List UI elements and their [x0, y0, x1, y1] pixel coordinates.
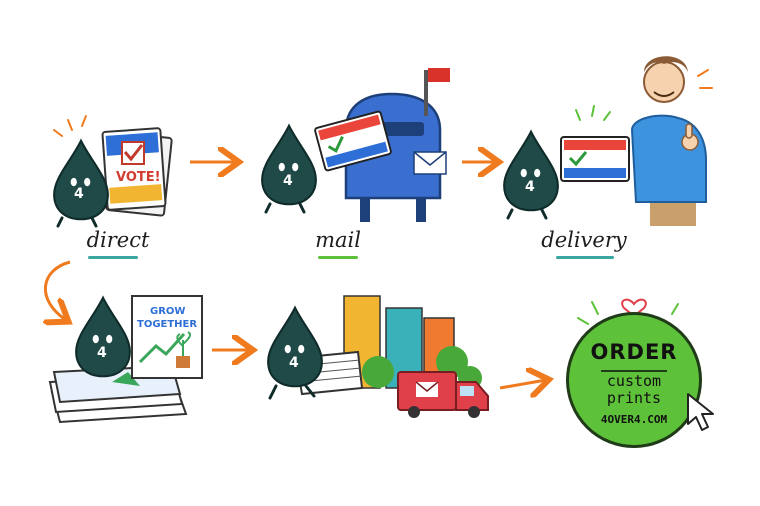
cta-line-prints: prints [606, 389, 662, 407]
cta-line-custom: custom [606, 372, 662, 390]
ink-drop-mascot-icon: 4 [53, 139, 109, 228]
ink-drop-mascot-icon: 4 [503, 130, 559, 220]
cta-order-text: ORDER [590, 340, 678, 364]
underline-mail [318, 256, 358, 259]
sparkle-lines [577, 301, 679, 325]
mascot-number: 4 [74, 186, 84, 202]
cta-url: 4OVER4.COM [600, 413, 668, 426]
flow-arrow-icon [499, 380, 546, 388]
ink-drop-mascot-icon: 4 [75, 296, 131, 378]
vote-flyer-icon: VOTE! [101, 127, 173, 217]
delivery-step: 4 [503, 56, 713, 226]
poster-icon: GROW TOGETHER [131, 295, 203, 379]
mascot-number: 4 [525, 179, 535, 195]
mascot-number: 4 [289, 355, 299, 371]
cta-custom-prints: custom prints [569, 373, 699, 407]
direct-step: VOTE! 4 [53, 115, 173, 228]
vote-card-text: VOTE! [116, 170, 161, 185]
ink-drop-mascot-icon: 4 [267, 306, 323, 400]
label-delivery: delivery [541, 228, 627, 252]
flyer-stack-icon [48, 364, 188, 424]
order-cta-badge[interactable]: ORDER custom prints 4OVER4.COM [566, 312, 702, 448]
delivery-truck-icon [397, 371, 489, 418]
envelope-icon [413, 151, 447, 175]
underline-direct [88, 256, 138, 259]
underline-delivery [556, 256, 614, 259]
mouse-cursor-icon [687, 393, 714, 431]
shipping-step: 4 [267, 295, 489, 418]
label-mail: mail [315, 228, 361, 252]
poster-line1: GROW [150, 306, 185, 317]
mascot-number: 4 [283, 173, 293, 189]
poster-line2: TOGETHER [137, 319, 197, 330]
sparkle-lines [53, 115, 87, 137]
mail-step: 4 [261, 68, 450, 222]
label-direct: direct [86, 228, 150, 252]
cta-divider [601, 370, 667, 372]
ink-drop-mascot-icon: 4 [261, 124, 317, 214]
person-thumbs-up-icon [630, 56, 713, 226]
vote-card-handover [560, 136, 630, 182]
mascot-number: 4 [97, 345, 107, 361]
flow-arrow-icon [45, 260, 70, 320]
flyer-step: GROW TOGETHER 4 [48, 295, 203, 424]
